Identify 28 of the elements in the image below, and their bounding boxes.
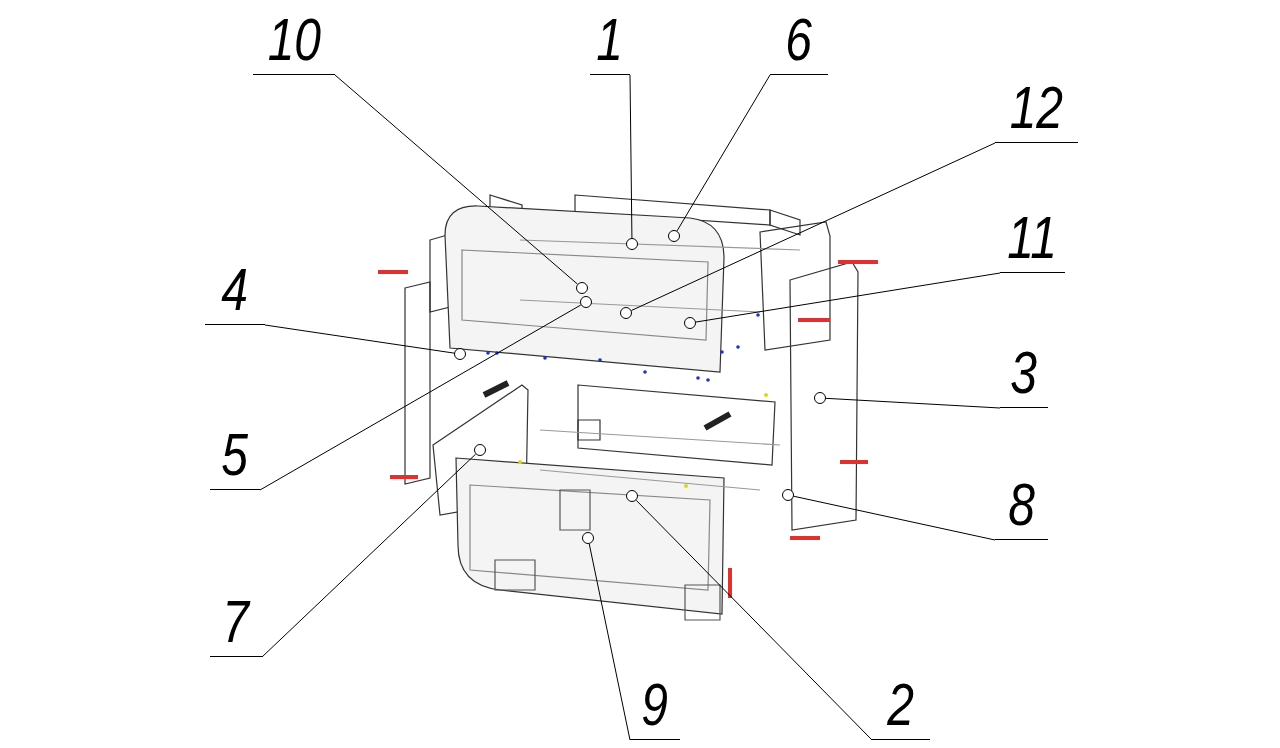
leader-line [695, 272, 1001, 323]
callout-number: 12 [995, 77, 1078, 143]
callout-number: 8 [995, 474, 1048, 540]
reference-point [814, 392, 826, 404]
leader-line [629, 74, 633, 239]
reference-point [454, 348, 466, 360]
leader-line [793, 495, 996, 541]
leader-line [261, 453, 477, 658]
reference-point [782, 489, 794, 501]
callout-number: 7 [210, 591, 262, 657]
callout-number: 3 [1000, 342, 1048, 408]
leader-line [635, 499, 873, 741]
callout-number: 11 [1000, 207, 1065, 273]
callout-number: 4 [205, 259, 265, 325]
leader-line [264, 324, 455, 354]
leader-line [588, 543, 631, 741]
leader-line [334, 74, 578, 285]
callout-number: 2 [872, 674, 930, 740]
leader-line [630, 142, 996, 311]
callout-number: 10 [253, 9, 335, 75]
leader-line [825, 397, 1001, 409]
leader-line [259, 304, 582, 491]
callout-number: 1 [590, 9, 630, 75]
callout-number: 9 [630, 674, 680, 740]
reference-point [474, 444, 486, 456]
callout-number: 5 [210, 424, 260, 490]
leader-line [676, 74, 771, 232]
callout-number: 6 [770, 9, 828, 75]
